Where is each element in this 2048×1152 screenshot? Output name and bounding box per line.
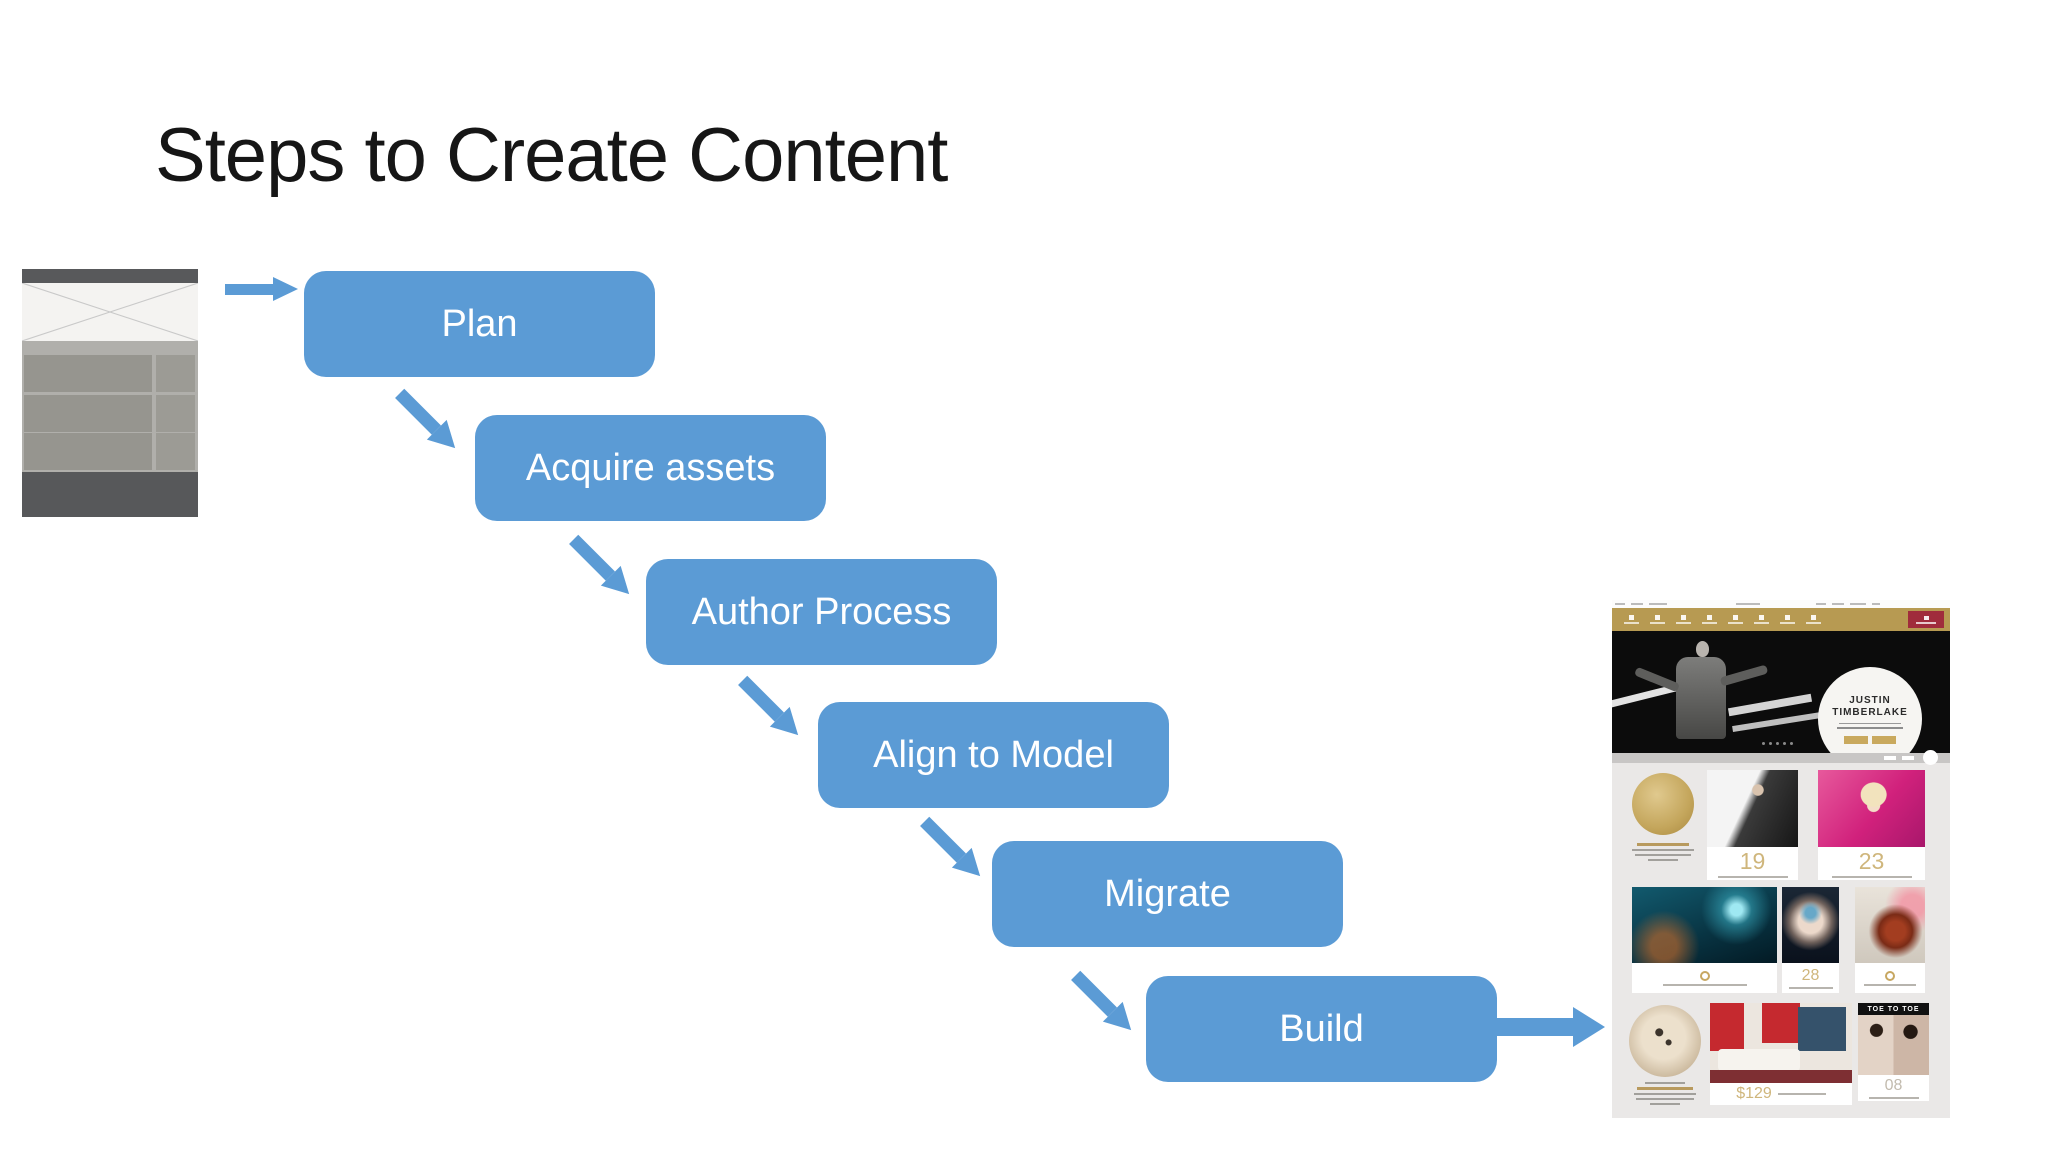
event-photo-justin-timberlake <box>1707 770 1798 847</box>
wireframe-header-bar <box>22 269 198 283</box>
divider <box>1839 722 1901 724</box>
book-now-button <box>1908 611 1944 628</box>
step-label: Migrate <box>1104 872 1231 915</box>
step-arrow-2-icon <box>564 529 640 605</box>
event-date: 23 <box>1858 847 1885 874</box>
step-label: Plan <box>441 302 518 345</box>
nav-item <box>1800 615 1826 624</box>
boxing-caption: 08 <box>1858 1075 1929 1101</box>
carpet <box>1710 1070 1852 1083</box>
step-arrow-3-icon <box>733 670 809 746</box>
website-screenshot: JUSTIN TIMBERLAKE <box>1612 600 1950 1118</box>
badge-icon <box>1699 970 1710 981</box>
step-box-author-process: Author Process <box>646 559 997 665</box>
nav-item <box>1670 615 1696 624</box>
promo-caption <box>1626 843 1700 861</box>
bed <box>1718 1049 1800 1071</box>
hero-button <box>1872 735 1896 744</box>
nav-item <box>1644 615 1670 624</box>
step-label: Author Process <box>691 590 952 633</box>
nav-item <box>1618 615 1644 624</box>
hero-section: JUSTIN TIMBERLAKE <box>1612 631 1950 753</box>
site-divider-bar <box>1612 750 1950 765</box>
page-title: Steps to Create Content <box>155 113 948 198</box>
wireframe-to-plan-arrow-icon <box>225 277 298 301</box>
dining-caption <box>1855 963 1925 993</box>
spa-photo <box>1629 1005 1701 1077</box>
nav-item <box>1748 615 1774 624</box>
image-placeholder-icon <box>22 283 198 341</box>
artist-photo <box>1719 664 1769 687</box>
event-photo-singer <box>1782 887 1839 963</box>
carousel-dots <box>1762 742 1793 745</box>
wireframe-footer-bar <box>22 472 198 517</box>
nav-item <box>1696 615 1722 624</box>
build-to-site-arrow-icon <box>1493 1007 1605 1047</box>
step-label: Align to Model <box>873 733 1114 776</box>
step-box-migrate: Migrate <box>992 841 1343 947</box>
step-arrow-4-icon <box>915 811 991 887</box>
wireframe-content-band <box>22 341 198 472</box>
step-label: Acquire assets <box>525 446 776 489</box>
step-arrow-5-icon <box>1066 965 1142 1041</box>
spa-caption <box>1625 1082 1705 1105</box>
step-box-align-to-model: Align to Model <box>818 702 1169 808</box>
event-date: 08 <box>1884 1076 1903 1094</box>
share-icon <box>1884 756 1896 760</box>
event-caption: 19 <box>1707 847 1798 880</box>
wireframe-row <box>24 395 195 432</box>
wireframe-row <box>24 355 195 392</box>
wireframe-row <box>24 433 195 470</box>
piano-streak <box>1727 693 1813 717</box>
event-date: 19 <box>1739 847 1766 874</box>
event-date: 28 <box>1801 966 1820 984</box>
share-icon <box>1902 756 1914 760</box>
nav-item <box>1774 615 1800 624</box>
room-offer-caption: $129 <box>1710 1083 1852 1105</box>
window <box>1798 1007 1846 1051</box>
nav-item <box>1722 615 1748 624</box>
step-box-build: Build <box>1146 976 1497 1082</box>
artist-photo <box>1676 657 1726 739</box>
hero-announcement-circle: JUSTIN TIMBERLAKE <box>1818 667 1922 753</box>
room-price: $129 <box>1736 1085 1772 1102</box>
event-caption: 23 <box>1818 847 1925 880</box>
event-caption: 28 <box>1782 963 1839 993</box>
step-label: Build <box>1279 1007 1364 1050</box>
hotel-room-photo <box>1710 1003 1852 1083</box>
site-utility-bar <box>1612 600 1950 608</box>
artist-name-line2: TIMBERLAKE <box>1832 706 1908 718</box>
subtitle-placeholder <box>1837 726 1903 729</box>
badge-icon <box>1885 970 1895 981</box>
promo-badge <box>1632 773 1694 835</box>
site-nav-bar <box>1612 608 1950 631</box>
hero-button <box>1844 735 1868 744</box>
step-box-acquire-assets: Acquire assets <box>475 415 826 521</box>
event-caption <box>1632 963 1777 993</box>
step-box-plan: Plan <box>304 271 655 377</box>
step-arrow-1-icon <box>390 383 466 459</box>
boxing-banner: TOE TO TOE <box>1858 1003 1929 1015</box>
artist-name-line1: JUSTIN <box>1849 694 1891 706</box>
boxing-photo: TOE TO TOE <box>1858 1003 1929 1075</box>
dining-photo <box>1855 887 1925 963</box>
piano-streak <box>1732 711 1822 733</box>
artist-photo <box>1696 641 1709 657</box>
scroll-circle-icon <box>1923 750 1938 765</box>
event-photo-show <box>1632 887 1777 963</box>
wireframe-thumbnail <box>22 269 198 517</box>
event-photo-pop-artist <box>1818 770 1925 847</box>
